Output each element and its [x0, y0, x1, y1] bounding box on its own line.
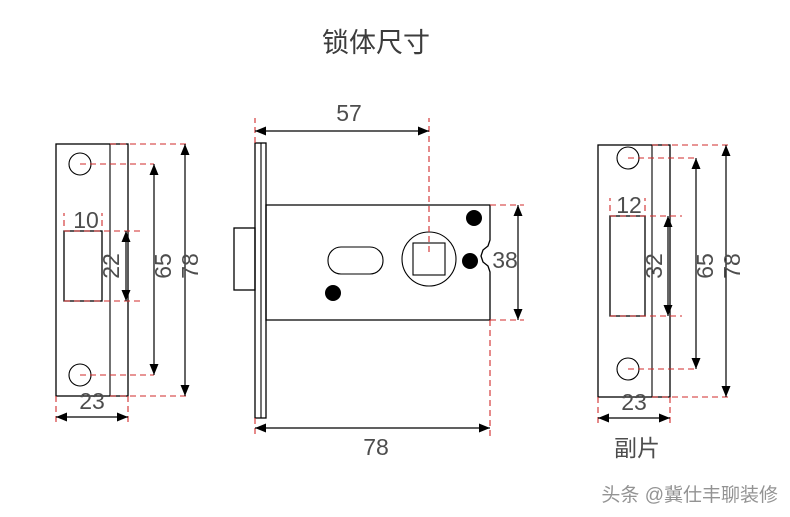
lock-dim-arrow-57-right	[418, 126, 429, 136]
lock-dim-arrow-57-left	[255, 126, 266, 136]
left-dim-arrow-22-top	[121, 231, 131, 242]
lock-dim-arrow-78-right	[479, 423, 490, 433]
left-dim-78: 78	[177, 253, 203, 279]
left-plate-latch-slot	[63, 230, 103, 302]
right-plate-caption: 副片	[614, 435, 660, 461]
left-dim-arrow-78-top	[180, 144, 190, 155]
right-plate-view: 32 65 78 12 23 副片	[597, 144, 745, 461]
lock-dim-38: 38	[492, 247, 518, 273]
left-dim-23: 23	[79, 388, 105, 414]
left-dim-10: 10	[73, 207, 99, 233]
right-dim-78: 78	[719, 253, 745, 279]
left-plate-view: 22 65 78 10 23	[55, 143, 203, 425]
lock-dim-57: 57	[336, 100, 362, 126]
left-dim-arrow-23-right	[117, 412, 128, 422]
right-dim-arrow-23-left	[598, 413, 609, 423]
left-dim-arrow-22-bottom	[121, 290, 131, 301]
right-dim-arrow-78-bottom	[721, 386, 731, 397]
left-dim-arrow-78-bottom	[180, 385, 190, 396]
lock-dim-78: 78	[363, 434, 389, 460]
lock-case-outline	[265, 204, 491, 321]
lock-dim-arrow-38-top	[513, 205, 523, 216]
lock-dim-arrow-38-bottom	[513, 309, 523, 320]
right-dim-arrow-23-right	[659, 413, 670, 423]
lock-oval-slot	[327, 246, 384, 275]
right-dim-arrow-78-top	[721, 145, 731, 156]
lock-dim-arrow-78-left	[255, 423, 266, 433]
page-title: 锁体尺寸	[322, 28, 430, 58]
right-dim-arrow-32-top	[663, 216, 673, 227]
lock-body-view: 57 78 38	[233, 100, 524, 460]
right-dim-65: 65	[692, 253, 718, 279]
left-dim-arrow-65-bottom	[149, 364, 159, 375]
left-dim-arrow-65-top	[149, 164, 159, 175]
lock-latch-bolt	[233, 227, 256, 291]
lock-fixing-hole-mid-right	[462, 253, 478, 269]
right-dim-arrow-32-bottom	[663, 305, 673, 316]
left-plate-outline	[55, 143, 129, 397]
right-dim-arrow-65-bottom	[691, 358, 701, 369]
watermark: 头条 @冀仕丰聊装修	[601, 484, 778, 506]
right-dim-23: 23	[621, 389, 647, 415]
left-dim-22: 22	[98, 253, 124, 279]
right-dim-12: 12	[616, 192, 642, 218]
right-plate-receiver-slot	[609, 215, 646, 317]
lock-spindle-square	[412, 242, 446, 276]
lock-fixing-hole-bottom-left	[325, 285, 341, 301]
lock-fixing-hole-top-right	[466, 210, 482, 226]
right-dim-arrow-65-top	[691, 158, 701, 169]
right-dim-32: 32	[641, 253, 667, 279]
left-dim-arrow-23-left	[56, 412, 67, 422]
left-dim-65: 65	[150, 253, 176, 279]
right-plate-outline	[597, 144, 671, 398]
